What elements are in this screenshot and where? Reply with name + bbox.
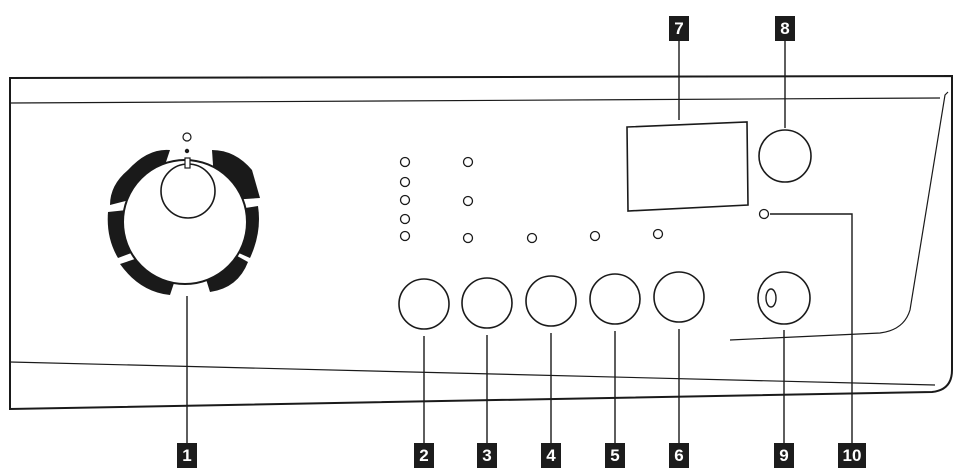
power-symbol-icon (765, 288, 777, 308)
leader-lines (186, 38, 853, 446)
callout-label-6: 6 (669, 443, 689, 468)
panel-outline (9, 74, 953, 411)
door-lock-indicator (758, 208, 770, 220)
callout-label-1: 1 (177, 443, 197, 468)
callout-label-9: 9 (774, 443, 794, 468)
indicator-lights (399, 156, 770, 244)
indicator-light (462, 156, 474, 168)
indicator-light (652, 228, 664, 240)
program-selector-knob[interactable] (107, 132, 260, 295)
option-button-3[interactable] (461, 277, 513, 329)
indicator-light (526, 232, 538, 244)
indicator-light (399, 213, 411, 225)
indicator-light (589, 230, 601, 242)
callout-label-8: 8 (775, 16, 795, 41)
knob-pointer (184, 157, 191, 169)
on-off-button[interactable] (757, 271, 811, 325)
indicator-light (399, 156, 411, 168)
callout-label-5: 5 (605, 443, 625, 468)
indicator-light (399, 176, 411, 188)
option-button-4[interactable] (525, 275, 577, 327)
knob-grip[interactable] (160, 163, 216, 219)
option-buttons (398, 271, 705, 330)
knob-dot (184, 148, 190, 154)
knob-off-indicator (182, 132, 192, 142)
option-button-6[interactable] (653, 271, 705, 323)
option-button-5[interactable] (589, 273, 641, 325)
display-screen (626, 121, 749, 212)
indicator-light (462, 232, 474, 244)
indicator-light (462, 195, 474, 207)
knob-ring (110, 149, 170, 205)
callout-label-4: 4 (541, 443, 561, 468)
callout-label-7: 7 (669, 16, 689, 41)
callout-label-2: 2 (414, 443, 434, 468)
option-button-2[interactable] (398, 278, 450, 330)
callout-label-10: 10 (838, 443, 866, 468)
indicator-light (399, 230, 411, 242)
start-pause-button[interactable] (758, 129, 812, 183)
indicator-light (399, 194, 411, 206)
callout-label-3: 3 (477, 443, 497, 468)
